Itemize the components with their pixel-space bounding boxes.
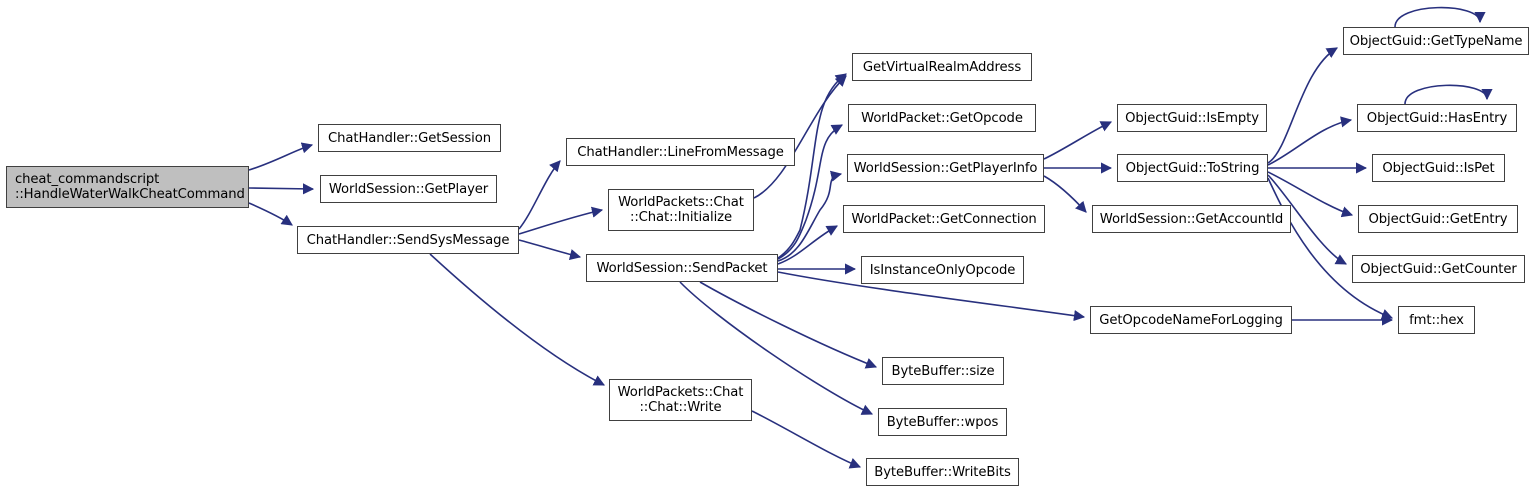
graph-node-getopcode[interactable]: WorldPacket::GetOpcode — [848, 104, 1036, 132]
graph-node-label: WorldPacket::GetOpcode — [861, 110, 1023, 126]
graph-node-sendsysmessage[interactable]: ChatHandler::SendSysMessage — [297, 226, 519, 254]
graph-node-getentry[interactable]: ObjectGuid::GetEntry — [1358, 205, 1518, 233]
graph-edge-tostring-to-hasentry — [1267, 116, 1353, 166]
graph-edge-getplayerinfo-to-getaccountid — [1043, 175, 1087, 213]
graph-node-getconnection[interactable]: WorldPacket::GetConnection — [843, 205, 1045, 233]
graph-node-getplayer[interactable]: WorldSession::GetPlayer — [320, 175, 497, 203]
graph-node-label: WorldSession::GetPlayer — [328, 181, 489, 197]
graph-node-isempty[interactable]: ObjectGuid::IsEmpty — [1117, 104, 1267, 132]
graph-node-getplayerinfo[interactable]: WorldSession::GetPlayerInfo — [847, 154, 1044, 182]
graph-node-label: WorldPackets::Chat ::Chat::Initialize — [618, 195, 744, 225]
graph-node-fmthex[interactable]: fmt::hex — [1398, 306, 1475, 334]
graph-edge-chatinitialize-to-getvirtualrealm — [753, 75, 847, 199]
graph-node-label: IsInstanceOnlyOpcode — [869, 262, 1016, 278]
graph-node-label: WorldSession::SendPacket — [596, 260, 768, 276]
graph-edge-sendpacket-to-getconnection — [777, 225, 838, 265]
graph-node-label: WorldSession::GetAccountId — [1099, 211, 1284, 227]
graph-node-getvirtualrealm[interactable]: GetVirtualRealmAddress — [852, 53, 1032, 81]
graph-edge-root-to-sendsysmessage — [248, 202, 293, 226]
graph-edge-sendpacket-to-getvirtualrealm — [777, 73, 847, 259]
graph-node-chatinitialize[interactable]: WorldPackets::Chat ::Chat::Initialize — [608, 189, 754, 231]
graph-node-linefrommessage[interactable]: ChatHandler::LineFromMessage — [566, 138, 795, 166]
graph-edge-hasentry-to-hasentry — [1404, 84, 1493, 105]
graph-node-chatwrite[interactable]: WorldPackets::Chat ::Chat::Write — [609, 379, 752, 421]
graph-node-getopcodename[interactable]: GetOpcodeNameForLogging — [1090, 306, 1292, 334]
graph-node-label: ObjectGuid::GetTypeName — [1349, 33, 1523, 49]
graph-node-getcounter[interactable]: ObjectGuid::GetCounter — [1352, 255, 1525, 283]
graph-node-label: WorldPacket::GetConnection — [851, 211, 1037, 227]
graph-node-bytebufferwpos[interactable]: ByteBuffer::wpos — [878, 408, 1007, 436]
graph-edge-getplayerinfo-to-isempty — [1043, 121, 1113, 160]
graph-node-label: ChatHandler::SendSysMessage — [306, 232, 510, 248]
graph-node-sendpacket[interactable]: WorldSession::SendPacket — [586, 254, 778, 282]
graph-edge-sendsysmessage-to-sendpacket — [518, 239, 582, 260]
graph-edge-gettypename-to-gettypename — [1394, 6, 1486, 28]
graph-node-bytebufferwrite[interactable]: ByteBuffer::WriteBits — [866, 458, 1019, 486]
graph-edge-sendsysmessage-to-chatwrite — [429, 253, 605, 386]
graph-node-label: fmt::hex — [1409, 312, 1464, 328]
graph-node-hasentry[interactable]: ObjectGuid::HasEntry — [1357, 104, 1517, 132]
graph-edge-root-to-getsession — [248, 142, 314, 171]
graph-node-label: WorldPackets::Chat ::Chat::Write — [617, 385, 744, 415]
graph-node-root[interactable]: cheat_commandscript ::HandleWaterWalkChe… — [6, 166, 249, 208]
graph-node-label: ObjectGuid::ToString — [1125, 160, 1260, 176]
graph-node-label: ByteBuffer::WriteBits — [874, 464, 1011, 480]
graph-edge-sendpacket-to-bytebuffersize — [699, 281, 878, 369]
graph-node-getsession[interactable]: ChatHandler::GetSession — [318, 124, 501, 152]
graph-edge-sendpacket-to-getplayerinfo — [777, 170, 843, 262]
graph-node-label: ObjectGuid::GetCounter — [1360, 261, 1517, 277]
graph-edge-root-to-getplayer — [248, 183, 315, 195]
graph-node-label: WorldSession::GetPlayerInfo — [853, 160, 1038, 176]
graph-node-isinstanceonly[interactable]: IsInstanceOnlyOpcode — [861, 256, 1024, 284]
graph-node-label: cheat_commandscript ::HandleWaterWalkChe… — [15, 172, 245, 202]
graph-node-label: ChatHandler::GetSession — [328, 130, 491, 146]
graph-node-ispet[interactable]: ObjectGuid::IsPet — [1372, 154, 1505, 182]
graph-node-tostring[interactable]: ObjectGuid::ToString — [1117, 154, 1268, 182]
graph-node-label: ObjectGuid::GetEntry — [1368, 211, 1508, 227]
graph-edge-tostring-to-gettypename — [1267, 47, 1338, 164]
graph-node-gettypename[interactable]: ObjectGuid::GetTypeName — [1343, 27, 1529, 55]
graph-node-label: ByteBuffer::wpos — [886, 414, 999, 430]
graph-node-label: ObjectGuid::HasEntry — [1366, 110, 1508, 126]
graph-edge-tostring-to-fmthex — [1267, 177, 1394, 320]
graph-node-label: ObjectGuid::IsEmpty — [1125, 110, 1259, 126]
graph-node-label: ByteBuffer::size — [891, 363, 995, 379]
graph-node-getaccountid[interactable]: WorldSession::GetAccountId — [1092, 205, 1291, 233]
graph-node-label: GetOpcodeNameForLogging — [1099, 312, 1283, 328]
graph-node-bytebuffersize[interactable]: ByteBuffer::size — [882, 357, 1004, 385]
graph-node-label: ObjectGuid::IsPet — [1382, 160, 1495, 176]
graph-node-label: GetVirtualRealmAddress — [862, 59, 1022, 75]
graph-node-label: ChatHandler::LineFromMessage — [577, 144, 784, 160]
graph-edge-sendsysmessage-to-chatinitialize — [518, 206, 604, 235]
graph-edge-sendsysmessage-to-linefrommessage — [518, 160, 561, 230]
graph-edge-chatwrite-to-bytebufferwrite — [751, 410, 862, 469]
